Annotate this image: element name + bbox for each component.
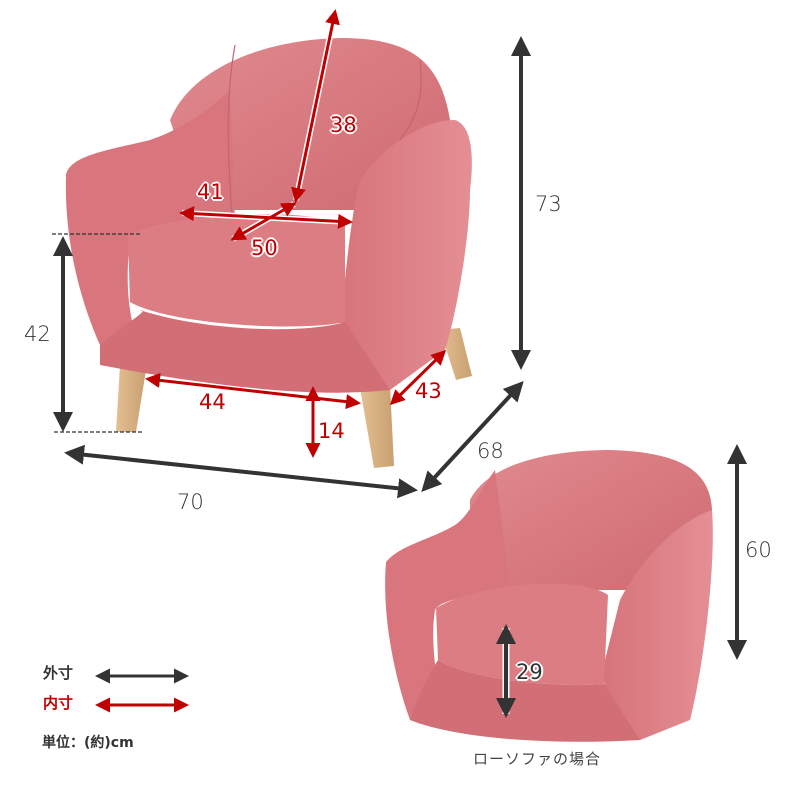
seam-line <box>399 59 422 141</box>
low-sofa-left-arm <box>385 470 510 720</box>
leg-span-43-label: 43 <box>415 379 442 403</box>
leg-span-44-arrow <box>145 372 361 410</box>
seat-width-41-label: 41 <box>197 180 224 204</box>
backrest-38-arrow <box>291 9 340 203</box>
right-arm <box>340 120 472 390</box>
seat-height-42-label: 42 <box>24 322 51 346</box>
seat-depth-50-label: 50 <box>251 236 278 260</box>
depth-68-label: 68 <box>477 439 504 463</box>
legend-inner-label: 内寸 <box>43 694 74 712</box>
inner-dimension-arrows <box>145 9 447 458</box>
clearance-14-label: 14 <box>318 419 345 443</box>
left-arm <box>65 90 235 345</box>
height-73-label: 73 <box>535 192 562 216</box>
low-sofa-base <box>410 660 640 742</box>
low-sofa-seat <box>436 583 608 685</box>
seat-depth-50-arrow <box>230 202 297 241</box>
low-sofa-image <box>385 450 713 742</box>
low-sofa-seat-29-label: 29 <box>516 660 543 684</box>
low-sofa-arrows <box>496 444 747 718</box>
leg-front-left <box>116 366 146 432</box>
low-sofa-caption: ローソファの場合 <box>473 750 602 768</box>
width-70-arrow <box>64 444 418 499</box>
low-sofa-right-arm <box>603 510 713 740</box>
leg-span-44-label: 44 <box>199 390 226 414</box>
legend-outer-label: 外寸 <box>43 664 74 682</box>
leg-front-right <box>360 386 394 468</box>
front-base <box>100 310 390 393</box>
seam-line <box>227 44 236 216</box>
leg-back-right <box>440 328 472 380</box>
backrest-38-label: 38 <box>330 113 357 137</box>
seat-cushion <box>128 214 345 327</box>
outer-dimension-arrows <box>52 36 531 499</box>
low-sofa-height-60-label: 60 <box>745 538 772 562</box>
unit-label: 単位：(約)cm <box>42 735 134 751</box>
width-70-label: 70 <box>177 490 204 514</box>
depth-68-arrow <box>421 381 524 492</box>
leg-span-43-arrow <box>389 349 447 406</box>
